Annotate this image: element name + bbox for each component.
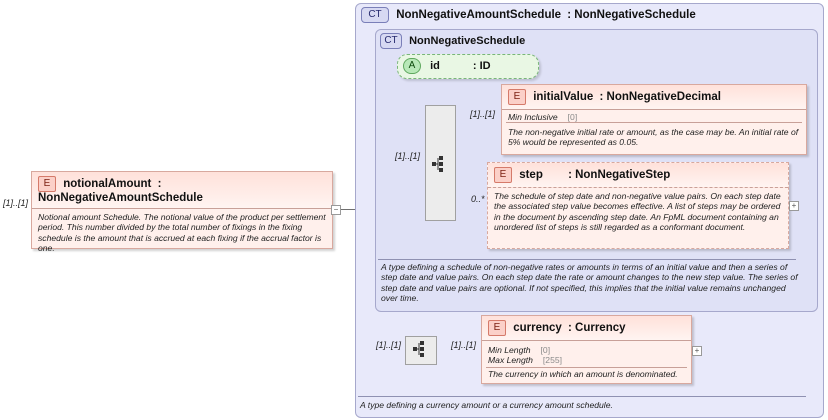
currency-cardinality: [1]..[1] (451, 340, 477, 350)
element-type: : NonNegativeStep (568, 169, 671, 182)
step-element[interactable]: E step : NonNegativeStep The schedule of… (487, 162, 789, 249)
expand-icon[interactable]: + (789, 201, 799, 211)
element-icon: E (488, 320, 506, 336)
element-type: : Currency (568, 322, 626, 335)
sequence-icon (413, 341, 424, 357)
divider (506, 122, 802, 123)
element-icon: E (494, 167, 512, 183)
divider (358, 396, 806, 397)
currency-element[interactable]: E currency : Currency Min Length [0] Max … (481, 315, 692, 384)
element-name: currency (513, 322, 562, 335)
facet-row: Min Length [0] (482, 341, 691, 355)
element-name: notionalAmount (63, 178, 152, 191)
notional-cardinality: [1]..[1] (3, 198, 29, 208)
expand-icon[interactable]: + (692, 346, 702, 356)
step-header: E step : NonNegativeStep (488, 163, 788, 188)
sequence-cardinality: [1]..[1] (376, 340, 402, 350)
attribute-icon: A (403, 58, 421, 75)
facet-value: [0] (540, 345, 551, 355)
facet-label: Max Length (488, 355, 533, 365)
facet-row: Max Length [255] (482, 355, 691, 365)
element-name: step (519, 169, 543, 182)
divider (378, 259, 796, 260)
initial-value-cardinality: [1]..[1] (470, 109, 496, 119)
element-documentation: Notional amount Schedule. The notional v… (38, 212, 326, 253)
element-documentation: The schedule of step date and non-negati… (494, 191, 781, 232)
complex-type-header: CT NonNegativeAmountSchedule : NonNegati… (361, 7, 696, 23)
complex-type-name: NonNegativeAmountSchedule (396, 9, 562, 22)
element-type: : NonNegativeDecimal (599, 91, 721, 104)
attribute-name: id (430, 60, 440, 72)
currency-header: E currency : Currency (482, 316, 691, 341)
step-cardinality: 0..* (471, 194, 485, 204)
complex-type-documentation: A type defining a schedule of non-negati… (381, 262, 798, 303)
sequence-cardinality: [1]..[1] (395, 151, 421, 161)
complex-type-base: : NonNegativeSchedule (567, 9, 696, 22)
sequence-icon (432, 156, 443, 172)
element-icon: E (38, 176, 56, 192)
facet-value: [0] (567, 112, 578, 122)
notional-amount-element[interactable]: E notionalAmount : NonNegativeAmountSche… (31, 171, 333, 253)
element-icon: E (508, 89, 526, 105)
facet-row: Min Inclusive [0] (502, 110, 806, 122)
complex-type-name: NonNegativeSchedule (409, 34, 526, 47)
element-type: : NonNegativeAmountSchedule (38, 178, 203, 204)
attribute-type: : ID (472, 60, 491, 72)
connector-line (341, 209, 365, 210)
complex-type-icon: CT (361, 7, 389, 23)
notional-amount-header: E notionalAmount : NonNegativeAmountSche… (32, 172, 332, 209)
facet-label: Min Inclusive (508, 112, 558, 122)
initial-value-header: E initialValue : NonNegativeDecimal (502, 85, 806, 110)
attribute-id[interactable]: A id : ID (397, 54, 539, 79)
collapse-icon[interactable]: − (331, 205, 341, 215)
element-name: initialValue (533, 91, 594, 104)
element-documentation: The non-negative initial rate or amount,… (508, 127, 799, 148)
facet-label: Min Length (488, 345, 531, 355)
complex-type-icon: CT (380, 33, 402, 49)
element-documentation: The currency in which an amount is denom… (488, 369, 678, 379)
divider (486, 367, 687, 368)
initial-value-element[interactable]: E initialValue : NonNegativeDecimal Min … (501, 84, 807, 155)
facet-value: [255] (542, 355, 563, 365)
complex-type-documentation: A type defining a currency amount or a c… (360, 400, 613, 410)
complex-type-header: CT NonNegativeSchedule (380, 33, 525, 49)
